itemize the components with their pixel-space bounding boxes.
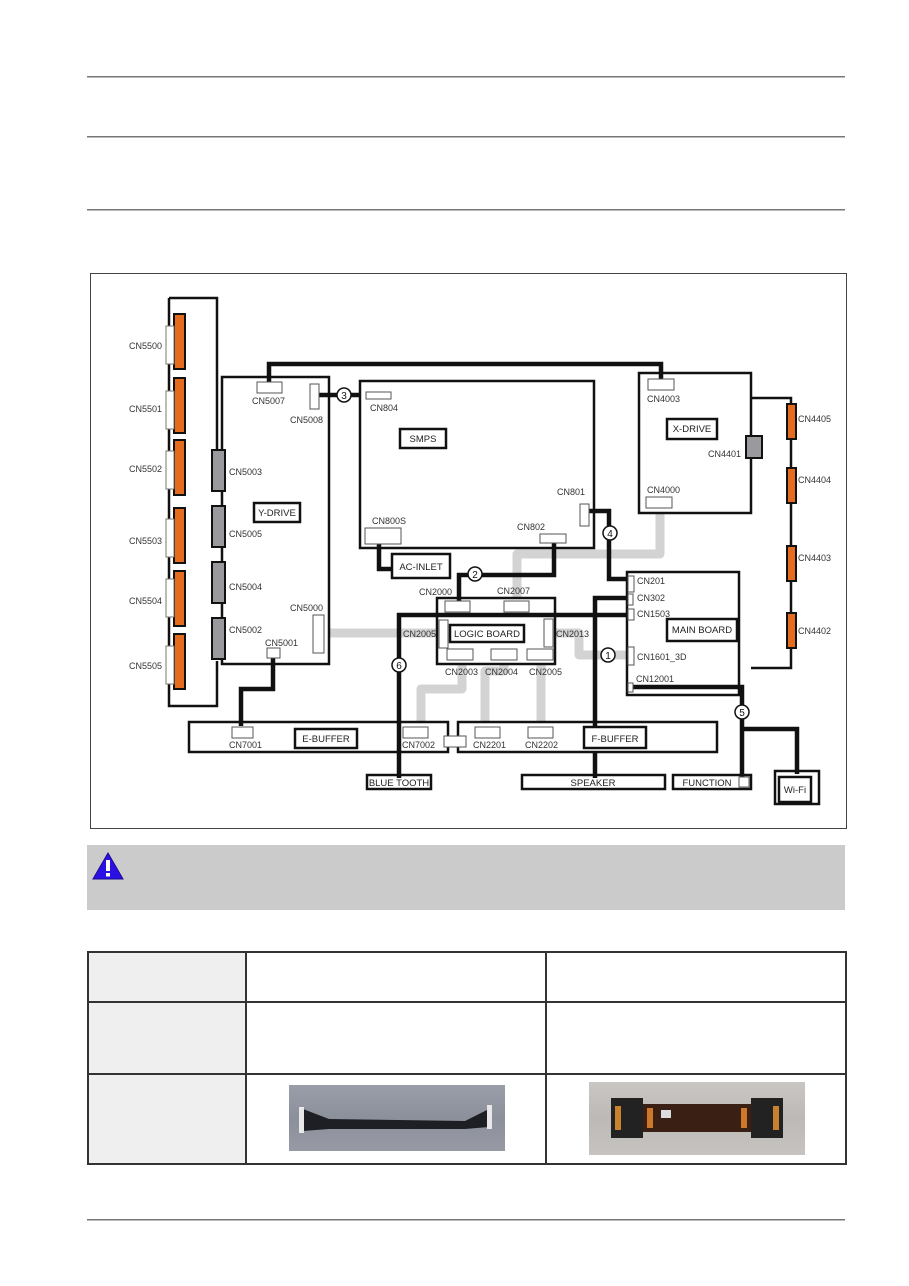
function-module (671, 773, 753, 791)
cn5004-label: CN5004 (229, 582, 262, 592)
table-header-cell (87, 1001, 247, 1075)
cn7001-label: CN7001 (229, 740, 262, 750)
y-drive-board (220, 375, 331, 666)
table-row (87, 951, 847, 1003)
cn1503-label: CN1503 (637, 609, 670, 619)
table-cell (545, 1001, 847, 1075)
cn201-label: CN201 (637, 576, 665, 586)
header-rule-top (87, 76, 845, 78)
cn5504-label: CN5504 (129, 596, 162, 606)
cn5003-label: CN5003 (229, 467, 262, 477)
bluetooth-label: BLUE TOOTH (369, 778, 429, 789)
cn2005-bottom-label: CN2005 (529, 667, 562, 677)
cn2201-label: CN2201 (473, 740, 506, 750)
cn5503-label: CN5503 (129, 536, 162, 546)
cable-number-2: 2 (472, 570, 478, 581)
cn5001-label: CN5001 (265, 638, 298, 648)
cn2005-left-label: CN2005 (403, 629, 436, 639)
cable-number-1: 1 (605, 651, 611, 662)
cn802-label: CN802 (517, 522, 545, 532)
table-header-cell (87, 1073, 247, 1165)
cn4003-label: CN4003 (647, 394, 680, 404)
x-drive-label: X-DRIVE (673, 424, 712, 435)
cn4405-label: CN4405 (798, 414, 831, 424)
cn2013-label: CN2013 (556, 629, 589, 639)
table-row (87, 1073, 847, 1165)
table-cell (245, 1001, 547, 1075)
cn5505-label: CN5505 (129, 661, 162, 671)
table-row (87, 1001, 847, 1075)
cable-number-3: 3 (341, 391, 347, 402)
cn801-label: CN801 (557, 487, 585, 497)
cable-number-6: 6 (396, 661, 402, 672)
warning-triangle-icon (92, 852, 124, 880)
e-buffer-label: E-BUFFER (302, 734, 350, 745)
table-cell (245, 951, 547, 1003)
warning-note-box (87, 845, 845, 910)
table-cell (245, 1073, 547, 1165)
speaker-label: SPEAKER (571, 778, 616, 789)
cn5500-label: CN5500 (129, 341, 162, 351)
cable-number-5: 5 (739, 708, 745, 719)
smps-board (358, 379, 596, 550)
footer-rule (87, 1219, 845, 1221)
cn5502-label: CN5502 (129, 464, 162, 474)
wifi-label: Wi-Fi (784, 785, 806, 796)
table-cell (545, 1073, 847, 1165)
cn800s-label: CN800S (372, 516, 406, 526)
cn1601-3d-label: CN1601_3D (637, 652, 687, 662)
cn2007-label: CN2007 (497, 586, 530, 596)
y-drive-label: Y-DRIVE (258, 508, 296, 519)
cn4000-label: CN4000 (647, 485, 680, 495)
table-cell (545, 951, 847, 1003)
cn302-label: CN302 (637, 593, 665, 603)
header-rule-bottom (87, 209, 845, 211)
cn4402-label: CN4402 (798, 626, 831, 636)
ac-inlet-label: AC-INLET (399, 562, 442, 573)
cable-number-4: 4 (607, 529, 613, 540)
cn2003-label: CN2003 (445, 667, 478, 677)
cn12001-label: CN12001 (636, 674, 674, 684)
cn5002-label: CN5002 (229, 625, 262, 635)
smps-label: SMPS (410, 434, 437, 445)
wire-harness-cable-photo (289, 1085, 505, 1151)
header-rule-middle (87, 136, 845, 138)
cn5000-label: CN5000 (290, 603, 323, 613)
cn4403-label: CN4403 (798, 553, 831, 563)
cn4404-label: CN4404 (798, 475, 831, 485)
function-label: FUNCTION (682, 778, 731, 789)
main-board-label: MAIN BOARD (672, 625, 732, 636)
cn2004-label: CN2004 (485, 667, 518, 677)
f-buffer-label: F-BUFFER (592, 734, 639, 745)
cable-connection-diagram: Y-DRIVE SMPS X-DRIVE AC-INLET LOGIC BOAR… (90, 273, 847, 829)
flat-flex-cable-photo (589, 1082, 805, 1155)
cn2202-label: CN2202 (525, 740, 558, 750)
cn5501-label: CN5501 (129, 404, 162, 414)
cn7002-label: CN7002 (402, 740, 435, 750)
cn804-label: CN804 (370, 403, 398, 413)
cn2000-label: CN2000 (419, 587, 452, 597)
cn5005-label: CN5005 (229, 529, 262, 539)
cn4401-label: CN4401 (708, 449, 741, 459)
cable-spec-table (87, 951, 847, 1165)
cn5007-label: CN5007 (252, 396, 285, 406)
cn5008-label: CN5008 (290, 415, 323, 425)
table-header-cell (87, 951, 247, 1003)
logic-board-label: LOGIC BOARD (454, 629, 520, 640)
